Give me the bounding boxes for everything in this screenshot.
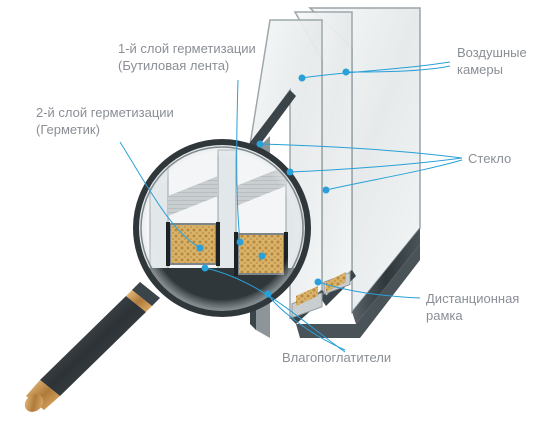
marker-dot [298,74,306,82]
marker-dot [201,264,209,272]
marker-dot [236,238,244,246]
glass-unit [248,7,421,338]
label-spacer-frame-line2: рамка [426,308,463,323]
magnifier [24,139,311,412]
label-air-chambers: Воздушные камеры [457,44,527,78]
label-air-chambers-line2: камеры [457,62,503,77]
label-spacer-frame: Дистанционная рамка [426,290,519,324]
pointer-dots [196,68,350,298]
label-seal-layer-2: 2-й слой герметизации (Герметик) [36,104,174,138]
label-seal-layer-2-line2: (Герметик) [36,122,100,137]
marker-dot [196,244,204,252]
label-glass: Стекло [468,150,511,167]
marker-dot [342,68,350,76]
marker-dot [314,278,322,286]
label-desiccant: Влагопоглатители [282,349,391,366]
label-seal-layer-1-line2: (Бутиловая лента) [118,58,230,73]
magnifier-handle [24,282,160,412]
marker-dot [264,290,272,298]
label-air-chambers-line1: Воздушные [457,45,527,60]
label-spacer-frame-line1: Дистанционная [426,291,520,306]
label-seal-layer-2-line1: 2-й слой герметизации [36,105,174,120]
marker-dot [256,140,264,148]
label-seal-layer-1: 1-й слой герметизации (Бутиловая лента) [118,40,256,74]
label-desiccant-text: Влагопоглатители [282,350,392,365]
label-glass-text: Стекло [468,151,512,166]
magnifier-rim [133,139,311,317]
marker-dot [286,168,294,176]
label-seal-layer-1-line1: 1-й слой герметизации [118,41,256,56]
magnifier-lens [138,144,306,312]
marker-dot [322,186,330,194]
marker-dot [258,252,266,260]
